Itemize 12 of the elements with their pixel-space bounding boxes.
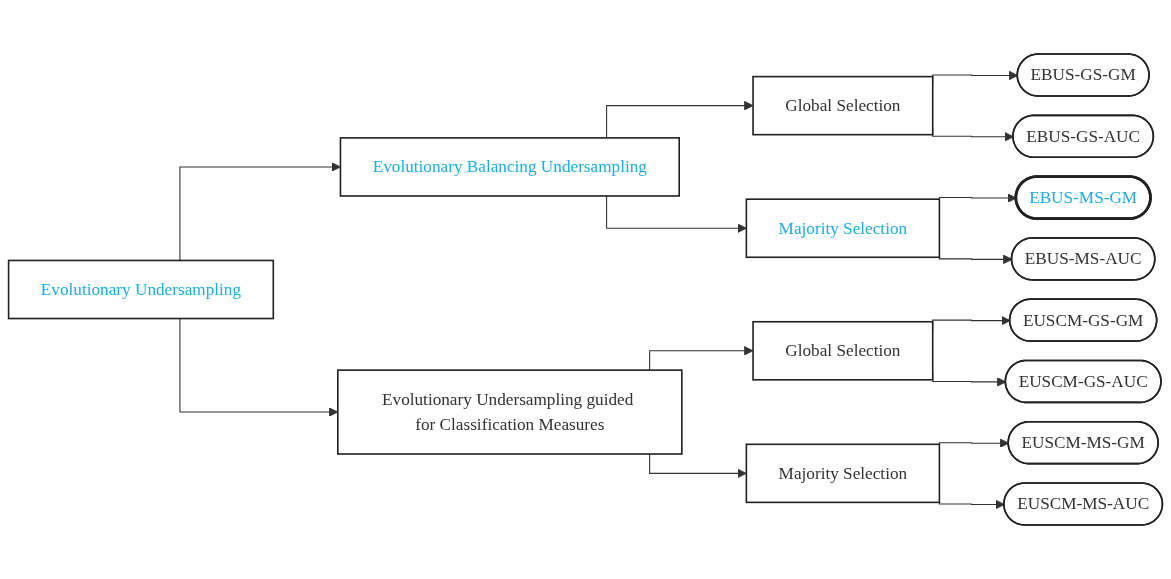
node-box: Global Selection [752,320,934,381]
node-box: Majority Selection [745,443,941,504]
arrow [606,100,754,139]
arrow [649,346,754,371]
arrow [179,162,341,261]
arrow [649,453,747,479]
arrow [606,195,747,233]
node-box: Global Selection [752,75,934,136]
node-box: Evolutionary Undersampling guided for Classification Measures [337,369,683,455]
node-box: Evolutionary Balancing Undersampling [339,137,680,197]
node-box: Majority Selection [745,198,941,259]
node-box: Evolutionary Undersampling [7,259,275,320]
